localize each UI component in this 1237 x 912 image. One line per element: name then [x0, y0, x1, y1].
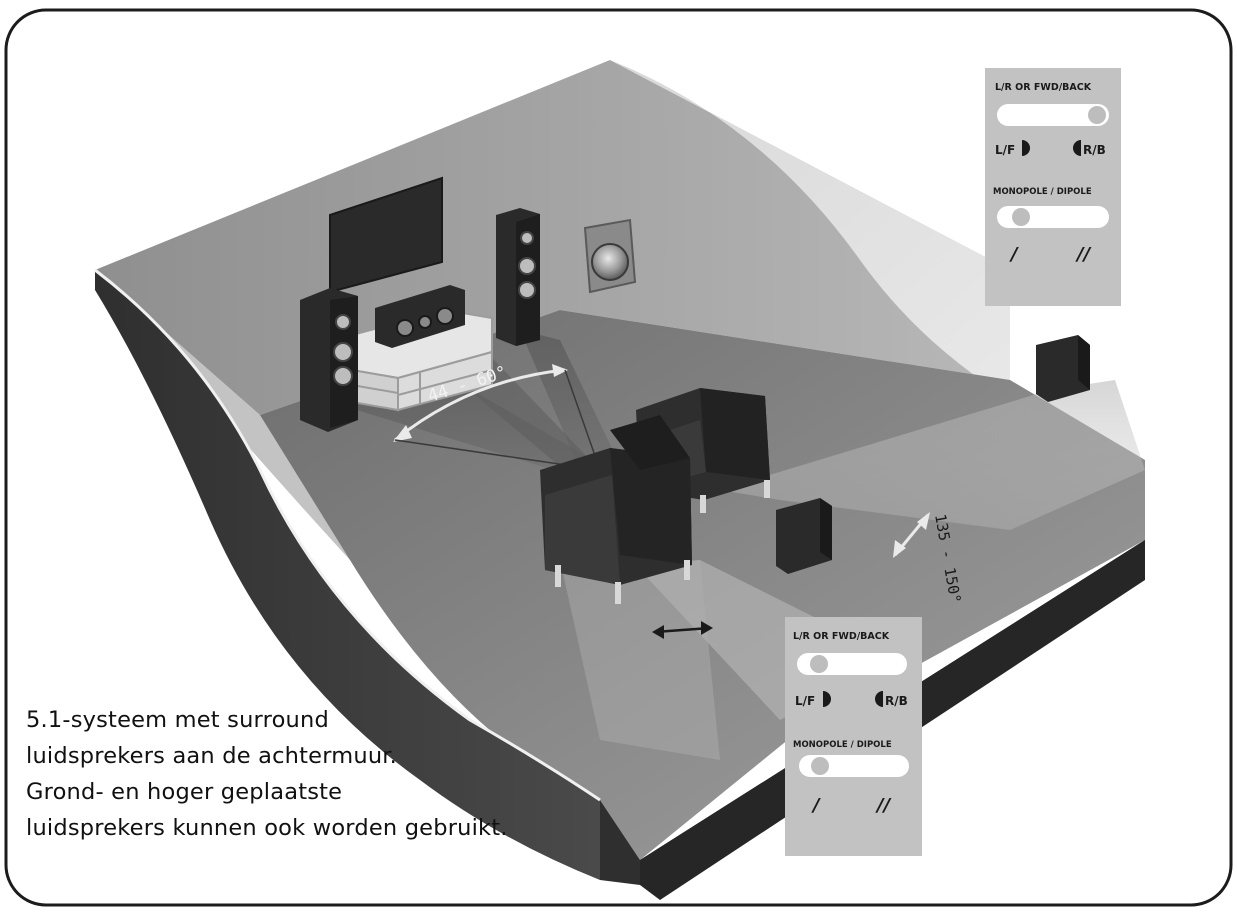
- polarity-switch-knob[interactable]: [1012, 208, 1030, 226]
- rear-left-speaker: [776, 498, 832, 574]
- diagram-caption: 5.1-systeem met surround luidsprekers aa…: [26, 702, 586, 846]
- dipole-label: //: [1075, 244, 1092, 265]
- polarity-switch[interactable]: [799, 755, 909, 777]
- caption-line: 5.1-systeem met surround: [26, 707, 329, 733]
- caption-line: luidsprekers aan de achtermuur.: [26, 743, 398, 769]
- switch-panel-rear-left: L/R OR FWD/BACK L/F R/B MONOPOLE / DIPOL…: [785, 617, 922, 856]
- position-left-label: L/F: [795, 694, 815, 708]
- left-wall-outer: [95, 270, 600, 880]
- front-right-beam: [520, 330, 620, 470]
- position-switch-knob[interactable]: [1088, 106, 1106, 124]
- tv-screen: [329, 176, 443, 294]
- floor-fan-beam: [560, 560, 720, 760]
- left-wall-edge-highlight: [94, 268, 601, 802]
- position-switch[interactable]: [997, 104, 1109, 126]
- polarity-switch-title: MONOPOLE / DIPOLE: [793, 740, 892, 750]
- position-switch-title: L/R OR FWD/BACK: [793, 631, 890, 642]
- position-switch-title: L/R OR FWD/BACK: [995, 82, 1092, 93]
- floor-distance-arrow: [652, 621, 713, 639]
- sofa-seat-left: [540, 415, 692, 604]
- polarity-switch[interactable]: [997, 206, 1109, 228]
- half-circle-right-icon: [875, 691, 883, 707]
- switch-panel-rear-right: L/R OR FWD/BACK L/F R/B MONOPOLE / DIPOL…: [985, 68, 1121, 306]
- subwoofer: [583, 218, 637, 294]
- position-right-label: R/B: [885, 694, 908, 708]
- polarity-switch-knob[interactable]: [811, 757, 829, 775]
- half-circle-left-icon: [823, 691, 831, 707]
- monopole-label: /: [1009, 244, 1019, 265]
- rear-right-beam: [720, 380, 1145, 530]
- position-left-label: L/F: [995, 143, 1015, 157]
- caption-line: luidsprekers kunnen ook worden gebruikt.: [26, 815, 508, 841]
- position-switch-knob[interactable]: [810, 655, 828, 673]
- polarity-switch-title: MONOPOLE / DIPOLE: [993, 187, 1092, 197]
- half-circle-left-icon: [1022, 140, 1030, 156]
- front-right-speaker: [496, 208, 540, 346]
- position-switch[interactable]: [797, 653, 907, 675]
- rear-right-speaker: [1036, 335, 1090, 402]
- position-right-label: R/B: [1083, 143, 1106, 157]
- monopole-label: /: [811, 795, 821, 816]
- caption-line: Grond- en hoger geplaatste: [26, 779, 343, 805]
- half-circle-right-icon: [1073, 140, 1081, 156]
- rear-angle-indicator: [893, 512, 930, 558]
- dipole-label: //: [875, 795, 892, 816]
- center-speaker: [375, 285, 465, 348]
- front-left-speaker: [300, 288, 358, 432]
